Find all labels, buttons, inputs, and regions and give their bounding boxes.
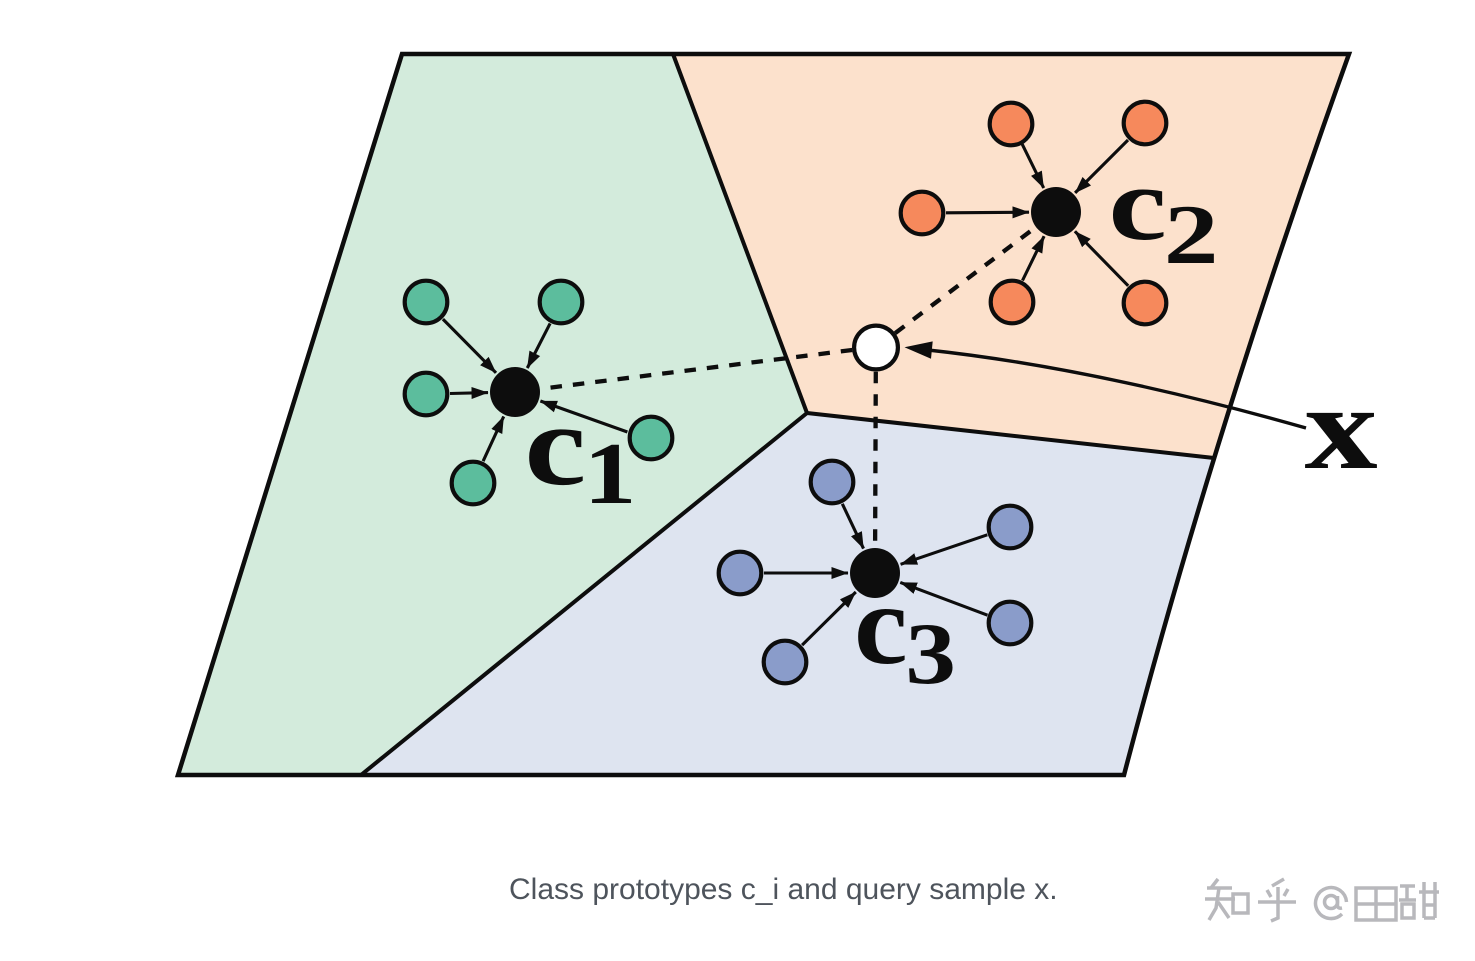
svg-text:c: c xyxy=(854,562,908,688)
svg-text:x: x xyxy=(1305,361,1378,494)
svg-text:c: c xyxy=(524,381,586,510)
svg-text:1: 1 xyxy=(584,425,637,523)
svg-text:c: c xyxy=(1109,145,1167,262)
svg-text:3: 3 xyxy=(905,605,956,702)
svg-text:2: 2 xyxy=(1164,188,1219,282)
svg-text:Class prototypes c_i and query: Class prototypes c_i and query sample x. xyxy=(509,873,1058,906)
